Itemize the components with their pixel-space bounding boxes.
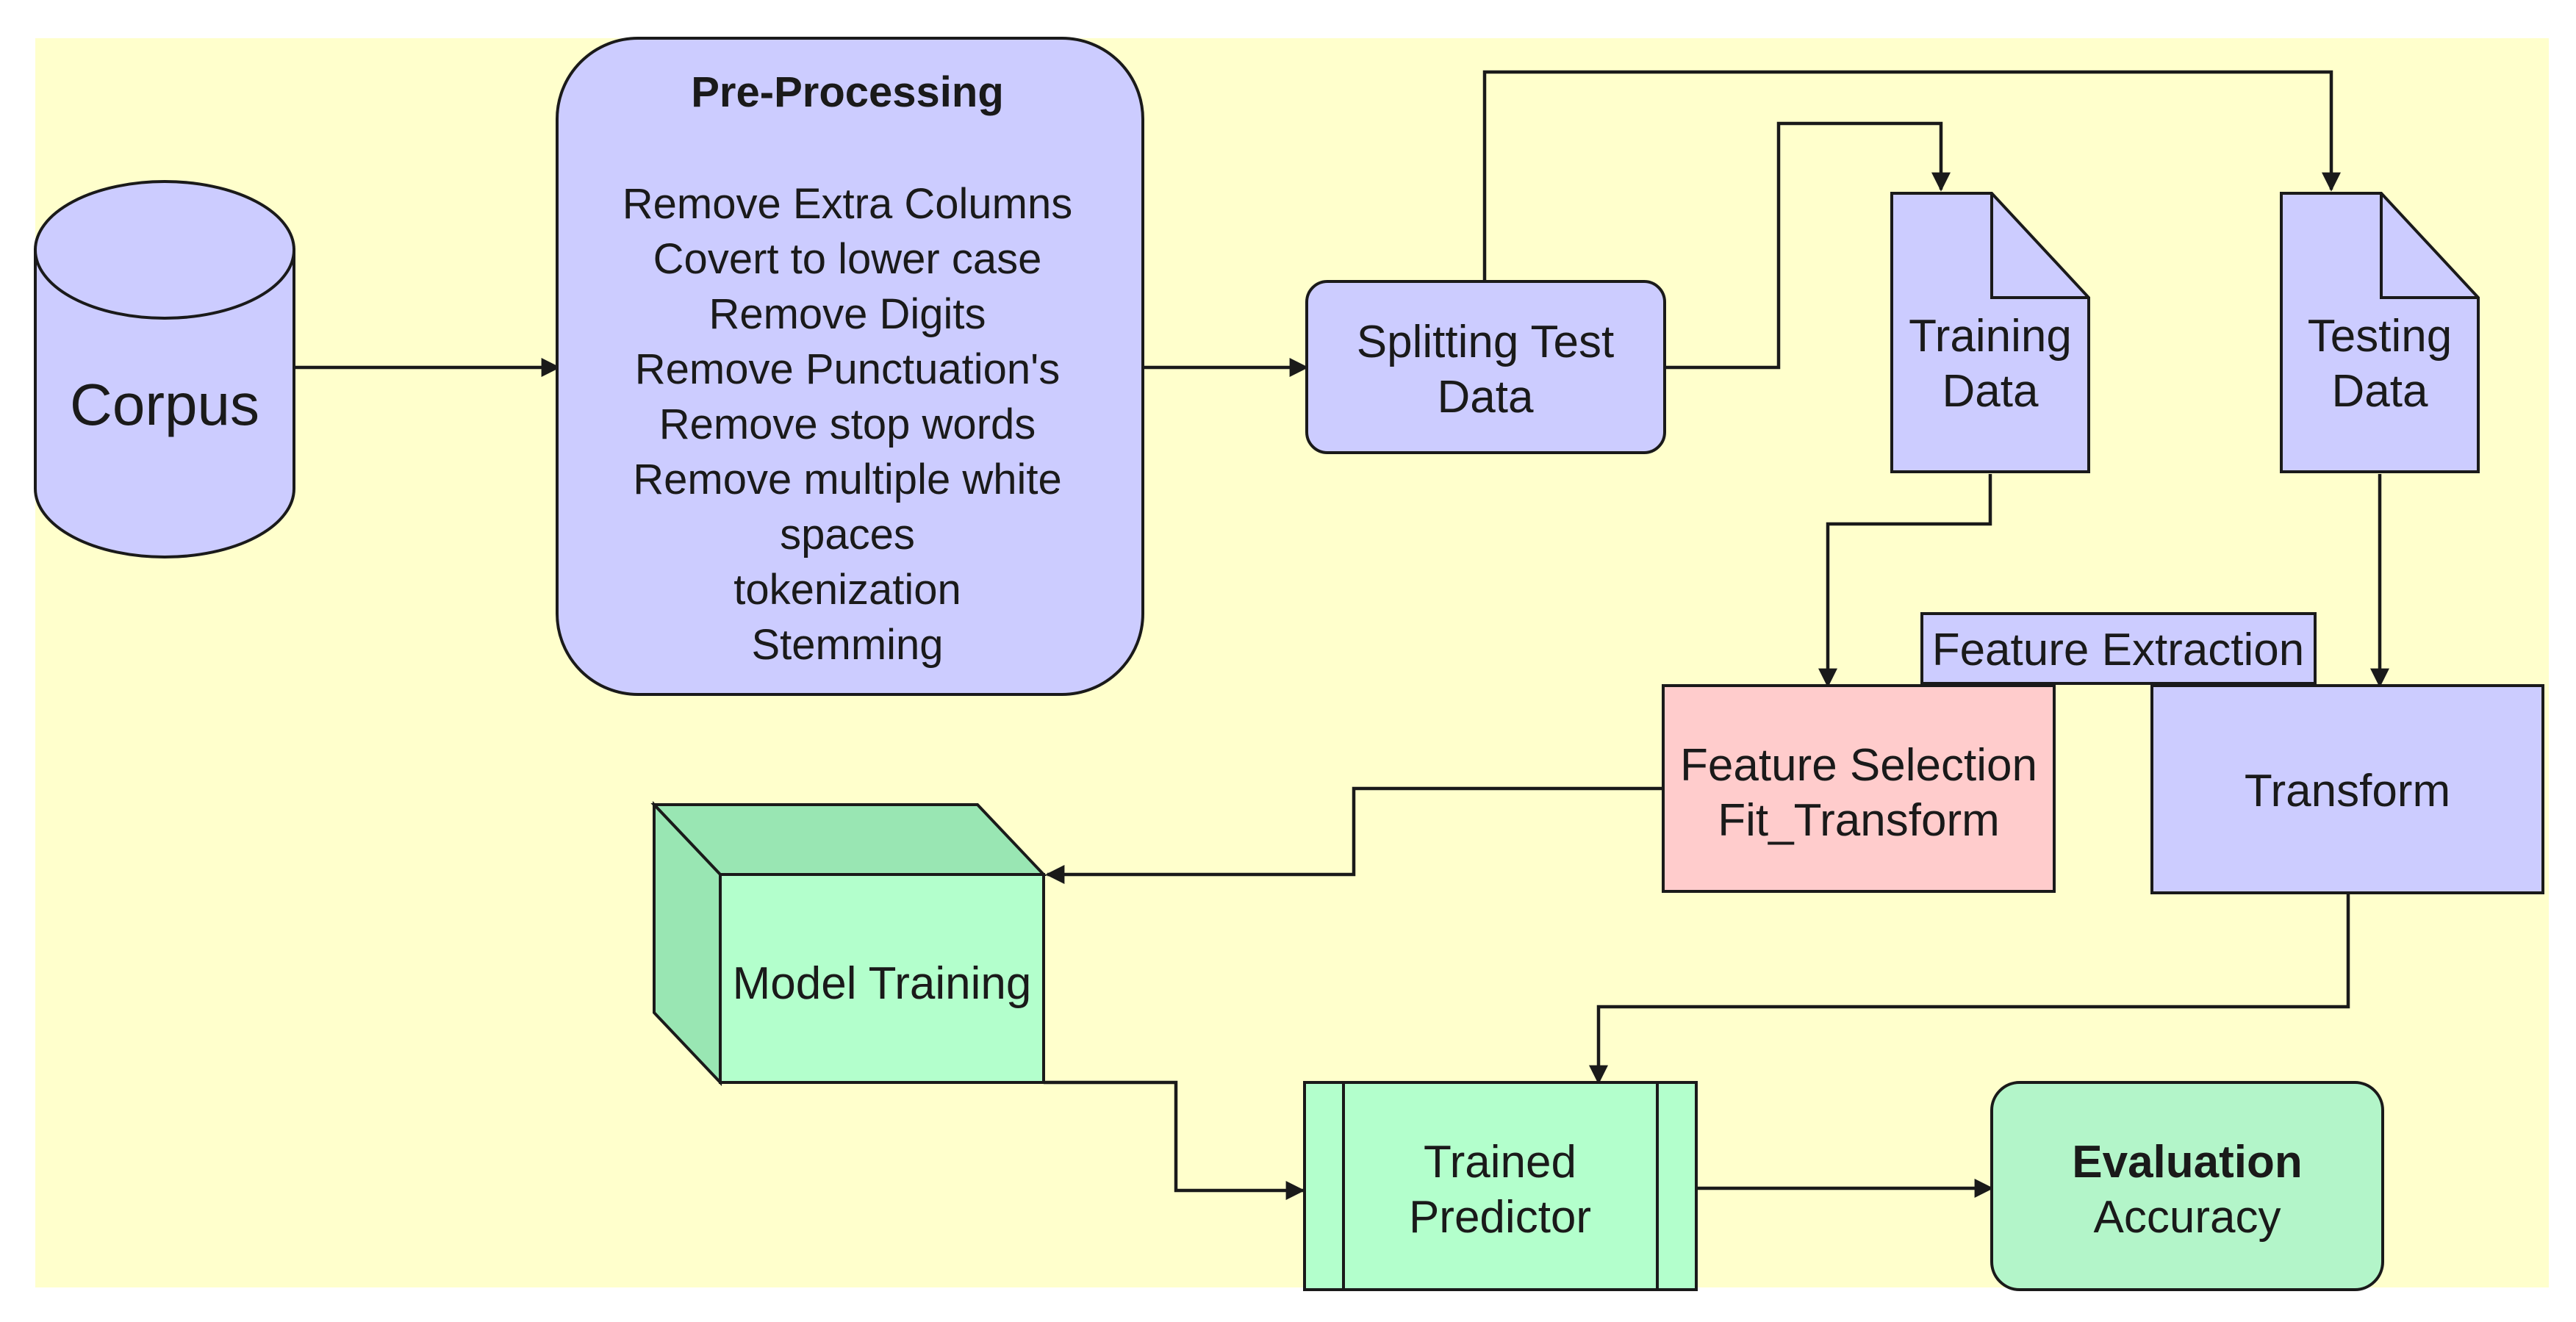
trained-predictor-box — [1303, 1081, 1698, 1291]
testing-data-label-line1: Testing — [2308, 311, 2452, 362]
evaluation-node: Evaluation Accuracy — [1990, 1081, 2384, 1291]
model-training-label: Model Training — [733, 958, 1032, 1009]
model-training-cube-top — [650, 803, 1047, 876]
feature-selection-label-line1: Feature Selection — [1680, 740, 2037, 791]
feature-extraction-box — [1920, 612, 2317, 685]
arrow-splitting-to-training-data — [1665, 121, 1951, 370]
trained-predictor-node: Trained Predictor — [1303, 1081, 1698, 1291]
evaluation-subtitle: Accuracy — [2094, 1192, 2281, 1243]
preprocessing-step: Remove multiple white — [633, 456, 1061, 503]
testing-data-label-line2: Data — [2332, 366, 2428, 417]
feature-extraction-label: Feature Extraction — [1932, 625, 2305, 675]
arrow-model-training-to-trained-predictor — [1044, 1080, 1305, 1200]
preprocessing-step: Remove Digits — [708, 290, 986, 338]
transform-node: Transform — [2150, 684, 2544, 894]
training-data-document — [1890, 192, 2090, 473]
testing-data-document — [2280, 192, 2480, 473]
trained-predictor-label-line2: Predictor — [1409, 1192, 1591, 1243]
testing-data-node: Testing Data — [2280, 192, 2480, 473]
training-data-fold — [1990, 193, 2089, 299]
preprocessing-step: Remove stop words — [659, 400, 1036, 448]
corpus-cylinder-top — [34, 180, 295, 320]
preprocessing-step: Remove Punctuation's — [635, 345, 1061, 393]
transform-label: Transform — [2245, 766, 2450, 816]
arrow-transform-to-trained-predictor — [1589, 893, 2350, 1085]
model-training-node: Model Training — [650, 800, 1047, 1087]
evaluation-box — [1990, 1081, 2384, 1291]
trained-predictor-label-line1: Trained — [1424, 1137, 1576, 1188]
arrow-splitting-to-testing-data — [1482, 70, 2341, 281]
preprocessing-title: Pre-Processing — [691, 68, 1004, 116]
splitting-label-line2: Data — [1438, 372, 1534, 423]
feature-selection-node: Feature Selection Fit_Transform — [1662, 684, 2056, 893]
training-data-label-line1: Training — [1909, 311, 2072, 362]
training-data-node: Training Data — [1890, 192, 2090, 473]
preprocessing-step: Remove Extra Columns — [623, 180, 1072, 228]
preprocessing-step: Covert to lower case — [653, 235, 1042, 283]
arrow-training-data-to-feature-selection — [1818, 474, 1992, 688]
preprocessing-step: Stemming — [751, 621, 943, 669]
preprocessing-box — [556, 37, 1144, 696]
testing-data-fold — [2380, 193, 2478, 299]
model-training-cube-front — [719, 873, 1045, 1084]
arrow-feature-selection-to-model-training — [1045, 786, 1663, 884]
corpus-cylinder-body — [34, 248, 295, 558]
evaluation-title: Evaluation — [2072, 1137, 2303, 1188]
feature-selection-label-line2: Fit_Transform — [1718, 795, 2000, 846]
splitting-box — [1305, 280, 1666, 454]
preprocessing-step: spaces — [780, 511, 915, 558]
feature-selection-box — [1662, 684, 2056, 893]
transform-box — [2150, 684, 2544, 894]
corpus-node: Corpus — [34, 180, 295, 558]
preprocessing-node: Pre-Processing Remove Extra Columns Cove… — [556, 37, 1144, 696]
corpus-label: Corpus — [70, 372, 259, 437]
training-data-label-line2: Data — [1942, 366, 2039, 417]
connectors — [294, 70, 2389, 1200]
feature-extraction-node: Feature Extraction — [1920, 612, 2317, 685]
splitting-node: Splitting Test Data — [1305, 280, 1666, 454]
preprocessing-step: tokenization — [733, 566, 961, 614]
splitting-label-line1: Splitting Test — [1357, 317, 1614, 367]
